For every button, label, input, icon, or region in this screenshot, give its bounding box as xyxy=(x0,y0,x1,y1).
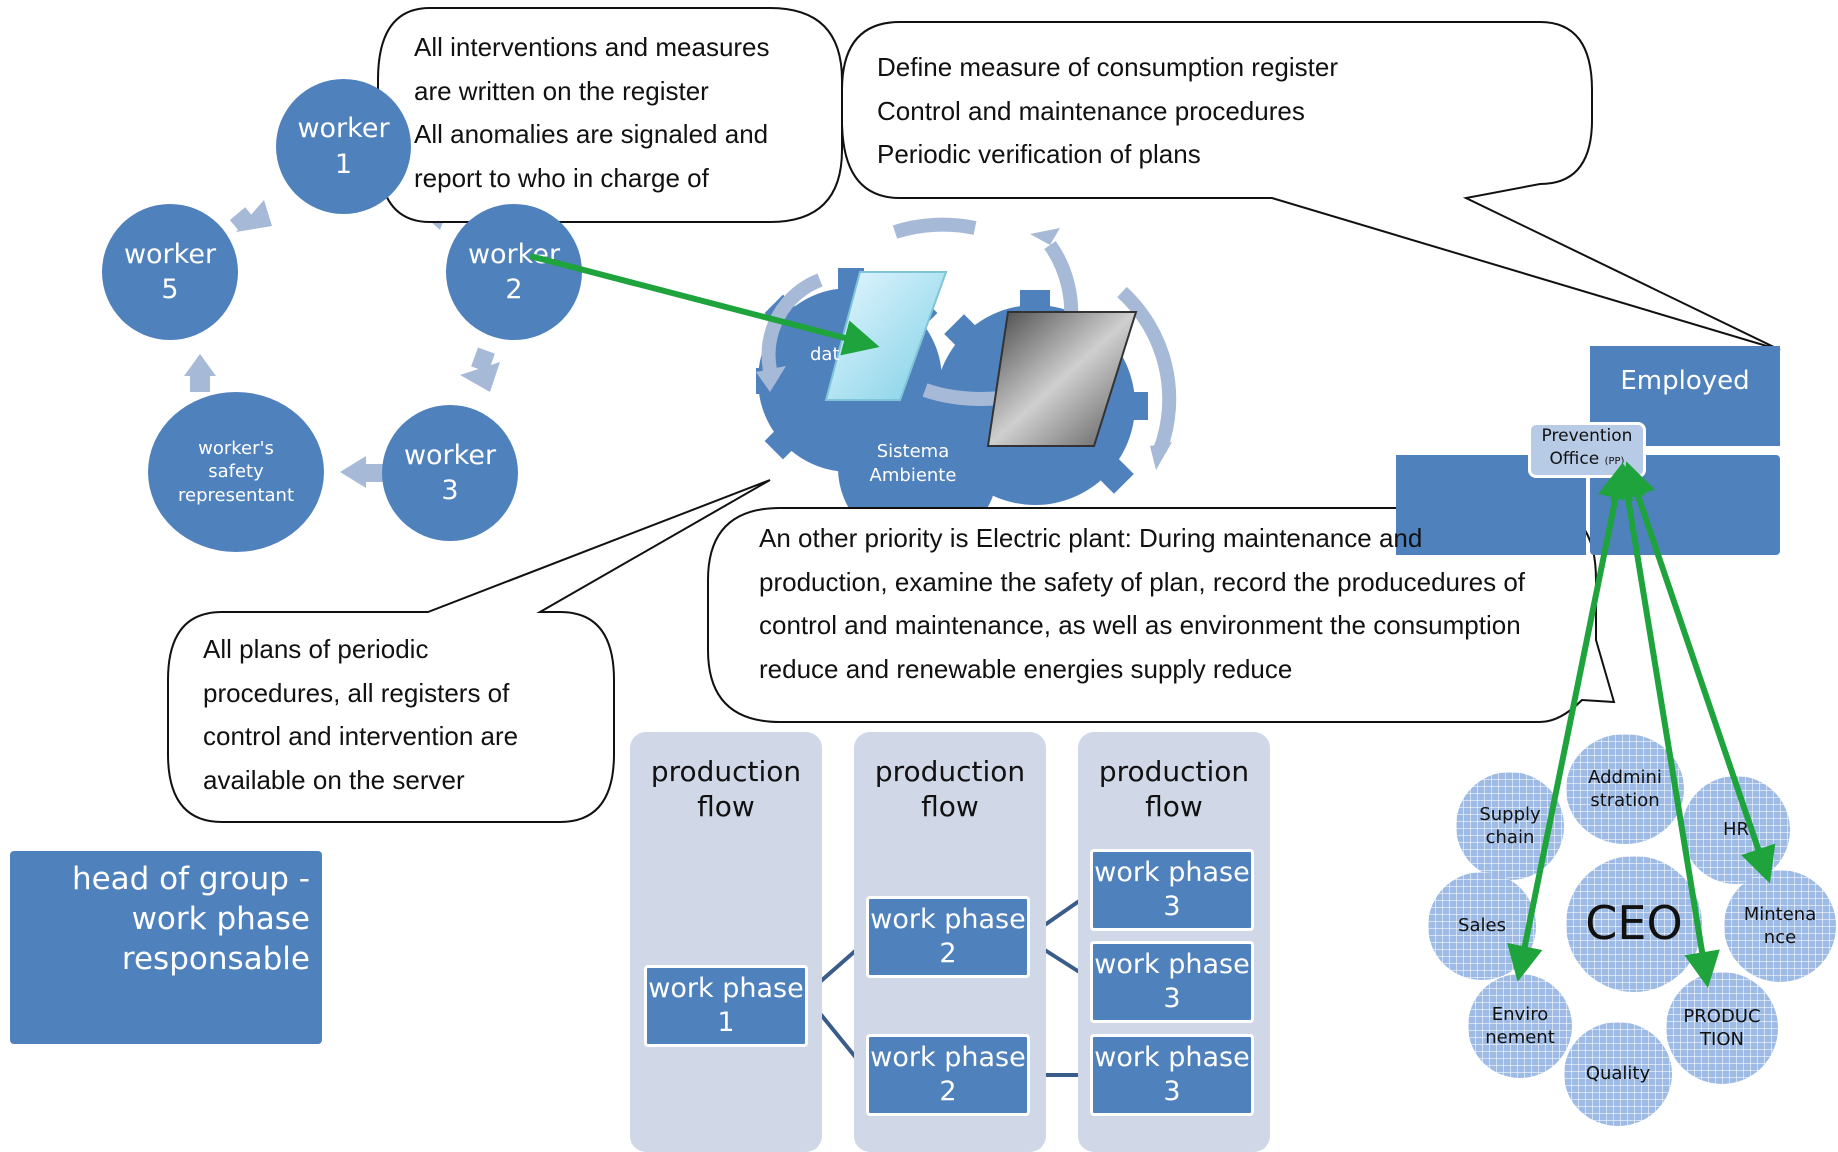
callout-electric-text: An other priority is Electric plant: Dur… xyxy=(759,523,1526,684)
production-flow-title-1: production flow xyxy=(650,755,802,823)
diagram-canvas xyxy=(167,7,1781,1077)
dept-supply-chain: Supply chain xyxy=(1456,772,1564,880)
production-flow-column-1: production flow xyxy=(630,732,822,1152)
callout-register-shape xyxy=(377,7,843,242)
cycle-arrow-2-to-3-shaft xyxy=(471,347,495,373)
work-phase-2a: work phase 2 xyxy=(866,896,1030,978)
worker-2-node: worker 2 xyxy=(446,204,582,340)
cycle-arrow-rep-to-5 xyxy=(184,354,216,376)
work-phase-2b: work phase 2 xyxy=(866,1034,1030,1116)
callout-plans-text: All plans of periodic procedures, all re… xyxy=(203,634,519,795)
dept-ceo: CEO xyxy=(1566,856,1702,992)
employed-label: Employed xyxy=(1620,366,1750,396)
work-phase-3b: work phase 3 xyxy=(1090,941,1254,1023)
cycle-arrows xyxy=(184,198,500,488)
dept-administration: Addmini stration xyxy=(1566,734,1684,844)
dept-hr: HR xyxy=(1682,776,1790,884)
dept-sales: Sales xyxy=(1428,872,1536,980)
data-gear-label: dat xyxy=(810,344,840,365)
system-gear-label: Sistema Ambiente xyxy=(869,441,957,486)
callout-consumption-text: Define measure of consumption register C… xyxy=(877,52,1339,169)
worker-1-node: worker 1 xyxy=(276,79,411,214)
head-of-group-box: head of group - work phase responsable xyxy=(10,851,322,1044)
prevention-office-abbr: (PP) xyxy=(1604,456,1625,467)
worker-3-node: worker 3 xyxy=(382,405,518,541)
dept-environment: Enviro nement xyxy=(1468,974,1572,1078)
dept-quality: Quality xyxy=(1564,1022,1672,1126)
callout-plans-shape xyxy=(167,479,771,823)
head-of-group-label: head of group - work phase responsable xyxy=(71,861,310,977)
prevention-office-box: Prevention Office (PP) xyxy=(1528,422,1646,478)
cycle-arrow-rep-to-5-shaft xyxy=(190,376,210,392)
cycle-arrow-3-to-rep-shaft xyxy=(364,464,386,482)
production-flow-title-2: production flow xyxy=(874,755,1026,823)
cycle-arrow-3-to-rep xyxy=(340,456,366,488)
work-phase-1: work phase 1 xyxy=(644,965,808,1047)
callout-register-text: All interventions and measures are writt… xyxy=(414,32,770,193)
cycle-arrow-2-to-3 xyxy=(460,362,500,392)
work-phase-3a: work phase 3 xyxy=(1090,849,1254,931)
dept-maintenance: Mintena nce xyxy=(1724,870,1836,982)
cycle-arrow-5-to-1-shaft xyxy=(229,207,255,231)
safety-representative-node: worker's safety representant xyxy=(148,392,324,552)
dept-production: PRODUC TION xyxy=(1666,972,1778,1084)
worker-5-node: worker 5 xyxy=(102,204,238,340)
environment-panel xyxy=(986,311,1138,447)
production-flow-title-3: production flow xyxy=(1098,755,1250,823)
work-phase-3c: work phase 3 xyxy=(1090,1034,1254,1116)
